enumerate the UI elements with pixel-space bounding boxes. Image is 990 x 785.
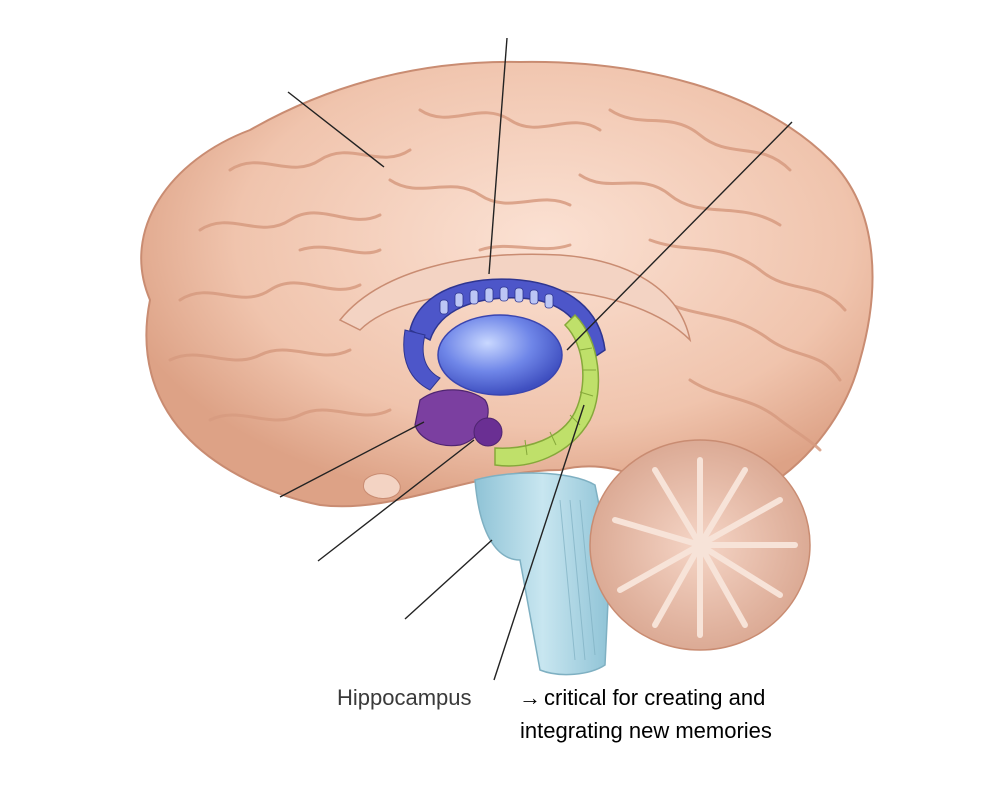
hippocampus-note-arrow: → (519, 685, 541, 710)
hippocampus-label: Hippocampus (337, 685, 472, 710)
hippocampus-note-line-1: critical for creating and (544, 685, 765, 710)
leader-line-brainstem (405, 540, 492, 619)
hippocampus-note-line-2: integrating new memories (520, 718, 772, 743)
cerebellum (590, 440, 810, 650)
brainstem (475, 473, 610, 675)
thalamus (438, 315, 562, 395)
mammillary-body (474, 418, 502, 446)
